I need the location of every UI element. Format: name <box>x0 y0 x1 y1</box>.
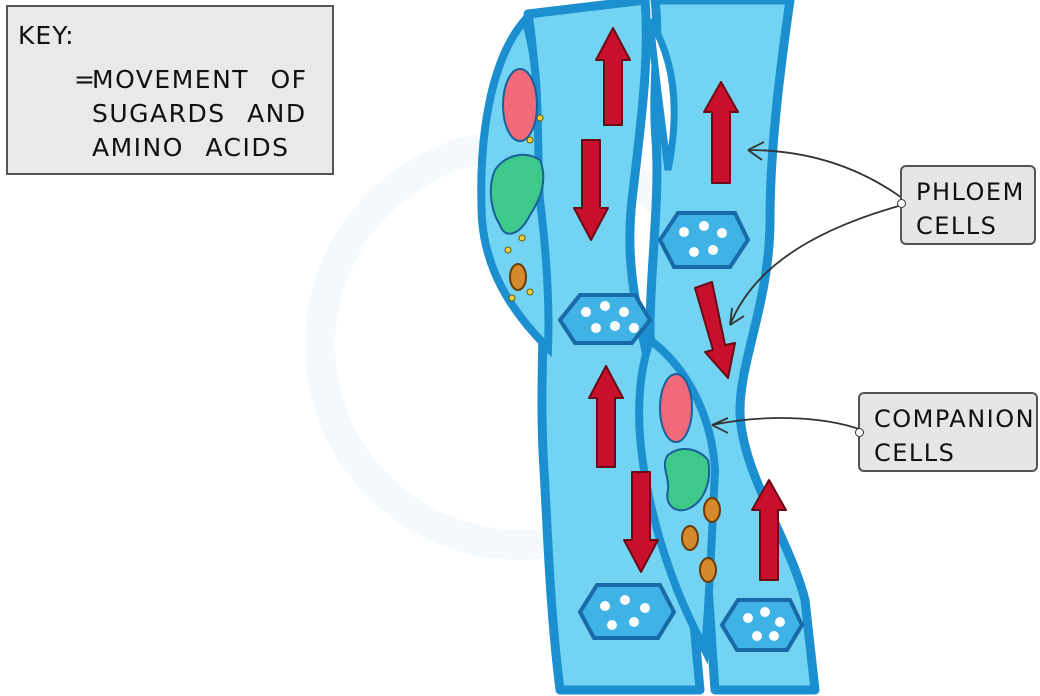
key-line-3: AMINO ACIDS <box>92 133 289 162</box>
label-pin <box>855 428 864 437</box>
companion-label-line-1: COMPANION <box>874 402 1035 436</box>
key-line-2: SUGARDS AND <box>92 99 307 128</box>
key-legend: KEY: = MOVEMENT OF SUGARDS AND AMINO ACI… <box>6 5 334 175</box>
nucleus-upper <box>503 69 537 141</box>
companion-label-line-2: CELLS <box>874 436 1035 470</box>
key-title: KEY: <box>18 21 75 50</box>
phloem-cells-label: PHLOEM CELLS <box>900 165 1036 245</box>
phloem-label-text: PHLOEM CELLS <box>916 175 1025 243</box>
sieve-plate <box>580 585 674 638</box>
sieve-plate <box>722 600 802 650</box>
key-line-1: MOVEMENT OF <box>92 65 308 94</box>
nucleus-lower <box>660 374 692 442</box>
companion-label-text: COMPANION CELLS <box>874 402 1035 470</box>
phloem-label-line-2: CELLS <box>916 209 1025 243</box>
phloem-label-line-1: PHLOEM <box>916 175 1025 209</box>
companion-cells-label: COMPANION CELLS <box>858 392 1038 472</box>
label-pin <box>897 199 906 208</box>
companion-cell-upper <box>481 20 548 348</box>
